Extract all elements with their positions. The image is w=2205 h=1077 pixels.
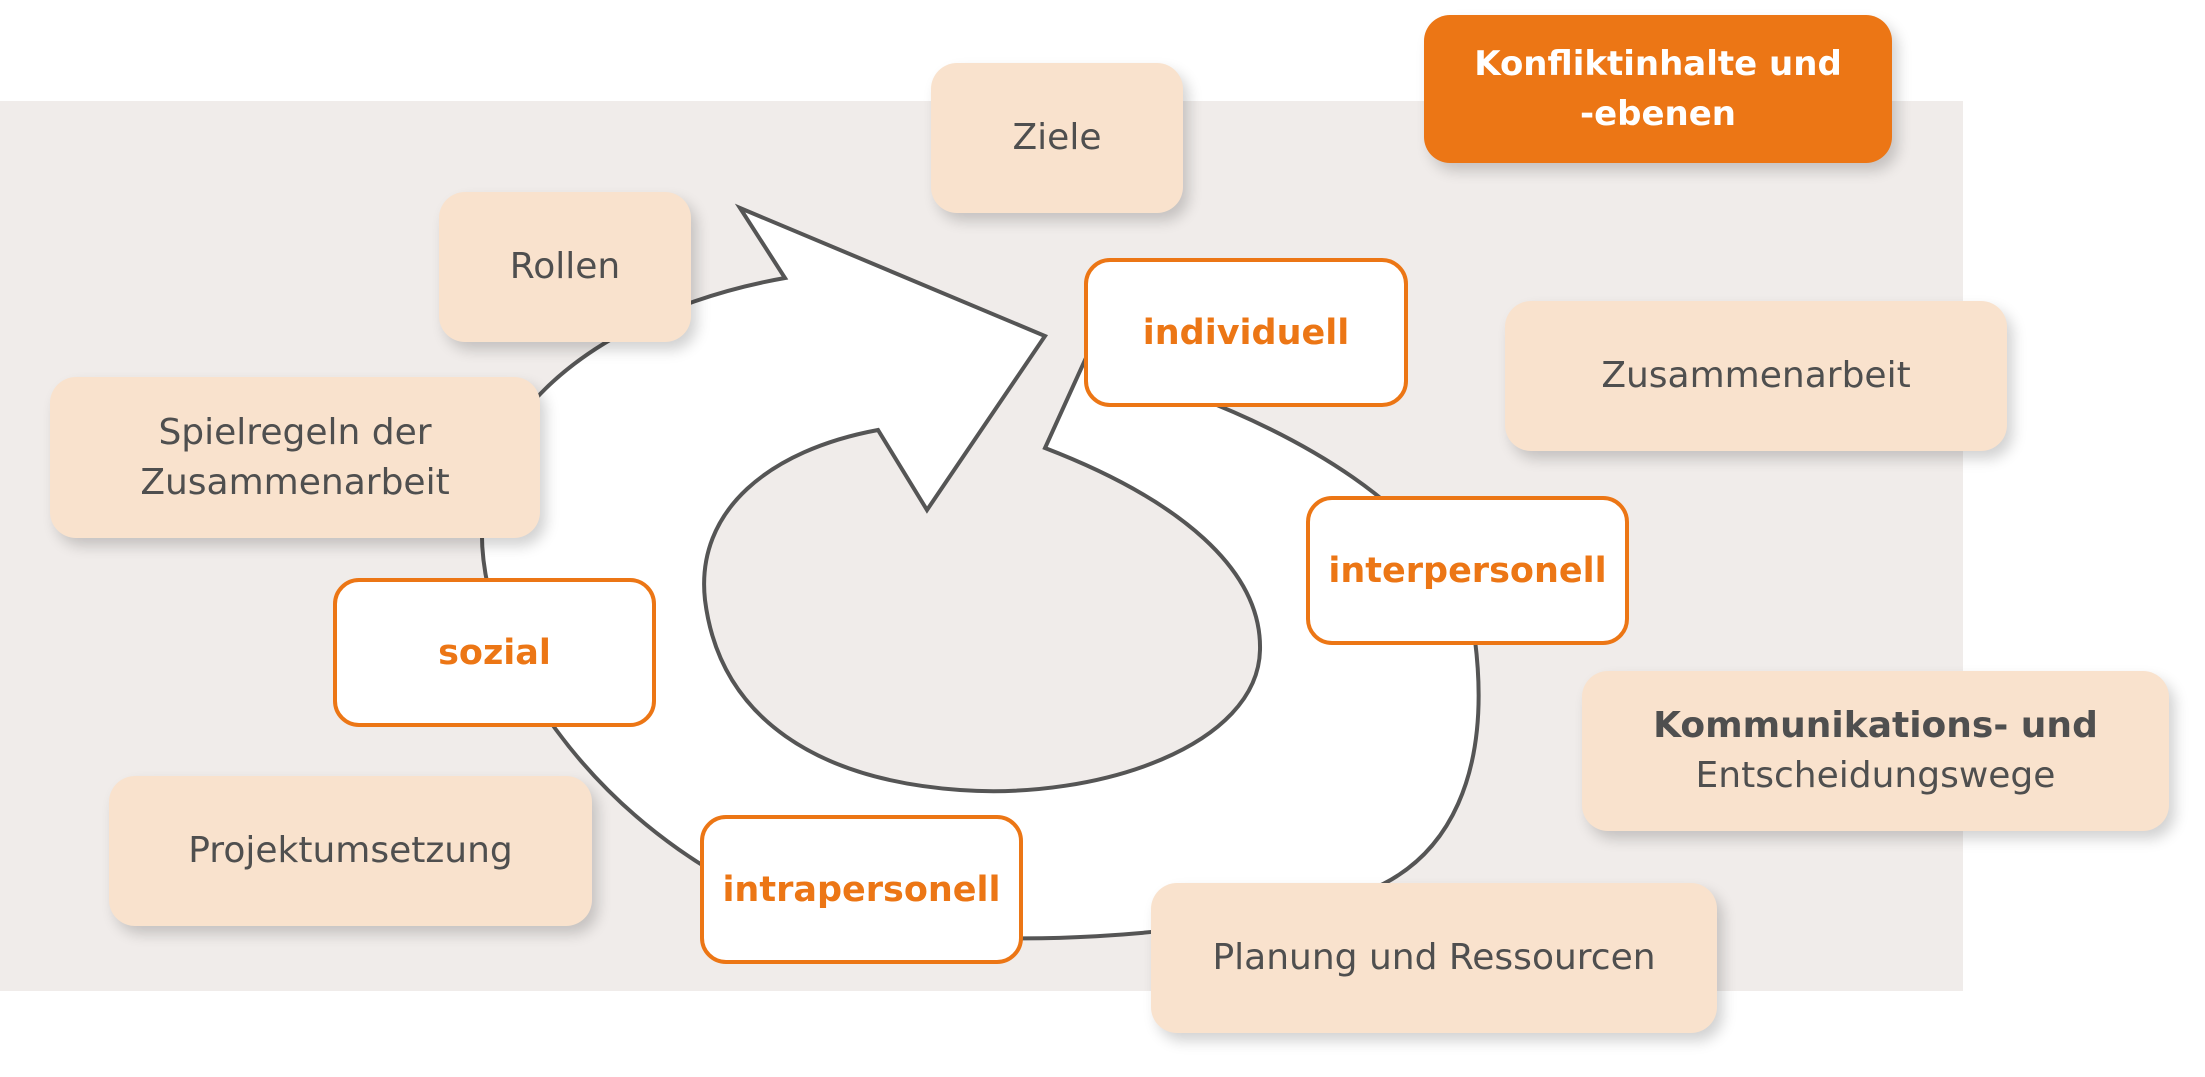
topic-zusammenarbeit: Zusammenarbeit — [1505, 301, 2007, 451]
level-sozial: sozial — [333, 578, 656, 727]
topic-kommunikation: Kommunikations- und Entscheidungswege — [1582, 671, 2169, 831]
level-individuell-label: individuell — [1142, 312, 1350, 353]
topic-planung: Planung und Ressourcen — [1151, 883, 1717, 1033]
topic-planung-label: Planung und Ressourcen — [1212, 937, 1656, 978]
level-sozial-label: sozial — [438, 632, 551, 673]
topic-kommunikation-line-1: Kommunikations- und — [1653, 705, 2098, 746]
level-interpersonell: interpersonell — [1306, 496, 1629, 645]
level-interpersonell-label: interpersonell — [1328, 550, 1607, 591]
level-intrapersonell: intrapersonell — [700, 815, 1023, 964]
title-box: Konfliktinhalte und -ebenen — [1424, 15, 1892, 163]
topic-ziele: Ziele — [931, 63, 1183, 213]
title-line-2: -ebenen — [1579, 94, 1737, 134]
level-intrapersonell-label: intrapersonell — [722, 869, 1001, 910]
topic-spielregeln-line-1: Spielregeln der — [158, 411, 432, 453]
topic-rollen: Rollen — [439, 192, 691, 342]
topic-spielregeln-line-2: Zusammenarbeit — [140, 461, 450, 503]
topic-kommunikation-line-2: Entscheidungswege — [1695, 755, 2056, 796]
topic-spielregeln: Spielregeln der Zusammenarbeit — [50, 377, 540, 538]
topic-zusammenarbeit-label: Zusammenarbeit — [1601, 355, 1911, 396]
level-individuell: individuell — [1084, 258, 1408, 407]
topic-projektumsetzung-label: Projektumsetzung — [188, 830, 513, 871]
topic-ziele-label: Ziele — [1012, 117, 1102, 158]
topic-projektumsetzung: Projektumsetzung — [109, 776, 592, 926]
title-line-1: Konfliktinhalte und — [1474, 44, 1842, 84]
topic-rollen-label: Rollen — [509, 246, 621, 287]
